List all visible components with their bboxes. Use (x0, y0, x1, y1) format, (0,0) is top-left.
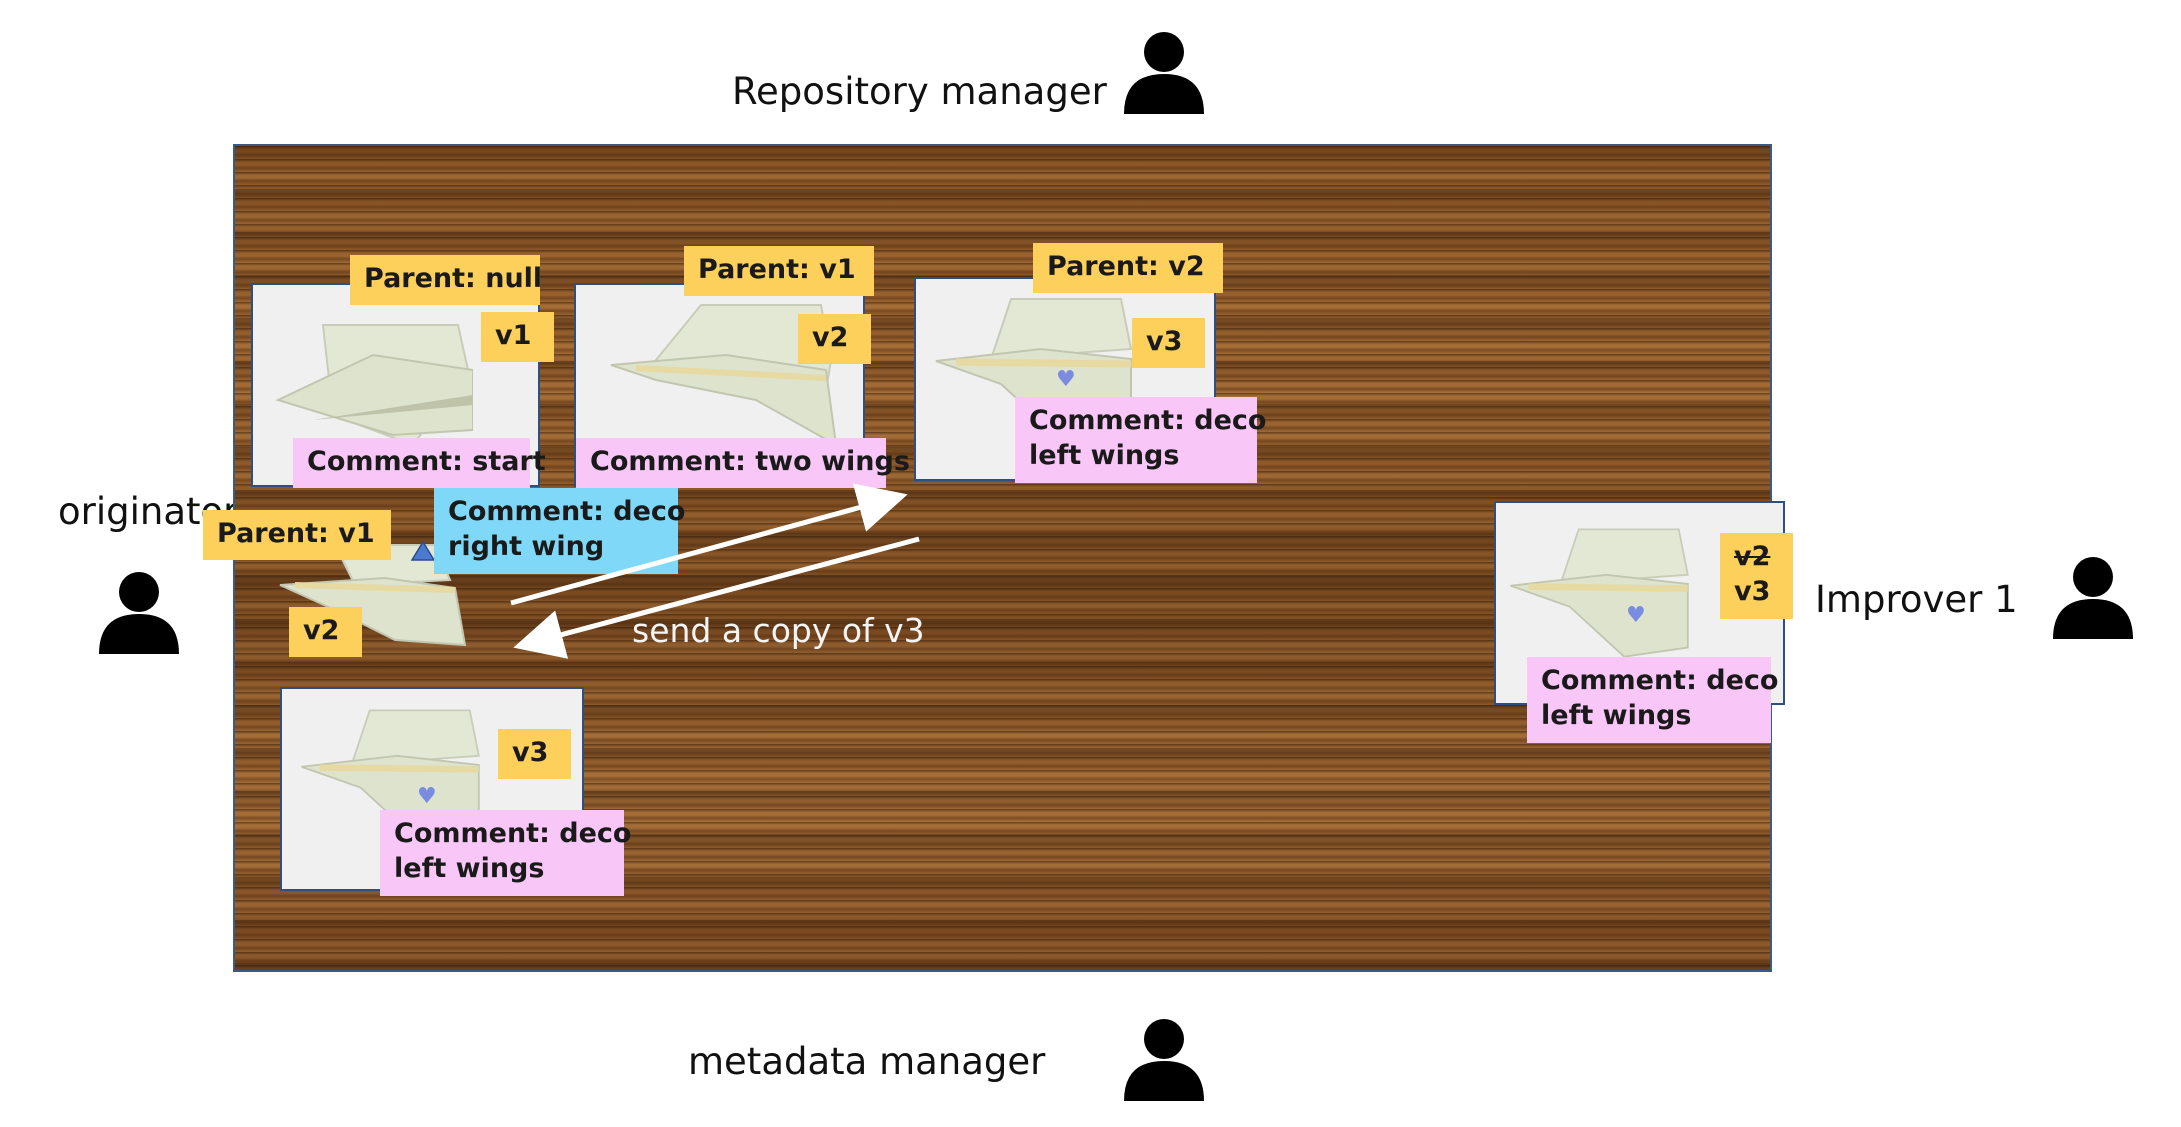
parent-note-v3: Parent: v2 (1033, 243, 1223, 293)
improver-label: Improver 1 (1815, 578, 2018, 621)
comment-line: left wings (394, 853, 545, 885)
comment-note-originator: Comment: deco right wing (434, 488, 686, 574)
parent-note-v2: Parent: v1 (684, 246, 874, 296)
person-icon (2053, 557, 2133, 639)
parent-note-v1: Parent: null (350, 255, 542, 305)
person-icon (1124, 32, 1204, 114)
person-icon (1124, 1019, 1204, 1101)
comment-line: Comment: deco (448, 496, 686, 527)
comment-line: Comment: deco (1541, 665, 1779, 696)
comment-note-originator-v3: Comment: deco left wings (380, 810, 632, 896)
version-new: v3 (1734, 576, 1771, 608)
comment-line: Comment: deco (1029, 405, 1267, 436)
paper-plane-image (610, 304, 836, 447)
arrow-to-repository (510, 483, 908, 606)
version-note-originator: v2 (289, 607, 362, 657)
comment-note-v2: Comment: two wings (576, 438, 910, 488)
arrow-to-originator (513, 536, 920, 659)
comment-line: Comment: deco (394, 818, 632, 849)
comment-note-v3: Comment: deco left wings (1015, 397, 1267, 483)
comment-note-v1: Comment: start (293, 438, 546, 488)
metadata-manager-label: metadata manager (688, 1040, 1046, 1083)
paper-plane-image (1510, 528, 1689, 658)
parent-note-originator: Parent: v1 (203, 510, 391, 560)
send-copy-label: send a copy of v3 (632, 611, 925, 650)
heart-decoration-icon: ♥ (1056, 367, 1076, 392)
comment-line: left wings (1541, 700, 1692, 732)
version-old: v2 (1734, 541, 1771, 572)
triangle-decoration-icon (410, 540, 436, 561)
version-note-v1: v1 (481, 312, 554, 362)
comment-line: left wings (1029, 440, 1180, 472)
version-note-v3: v3 (1132, 318, 1205, 368)
version-note-v2: v2 (798, 314, 871, 364)
comment-note-improver: Comment: deco left wings (1527, 657, 1779, 743)
paper-plane-image (275, 324, 473, 447)
comment-line: right wing (448, 531, 605, 563)
heart-decoration-icon: ♥ (417, 784, 437, 809)
repository-manager-label: Repository manager (732, 70, 1107, 113)
heart-decoration-icon: ♥ (1626, 603, 1646, 628)
version-note-originator-v3: v3 (498, 729, 571, 779)
version-note-improver: v2 v3 (1720, 533, 1793, 619)
person-icon (99, 572, 179, 654)
